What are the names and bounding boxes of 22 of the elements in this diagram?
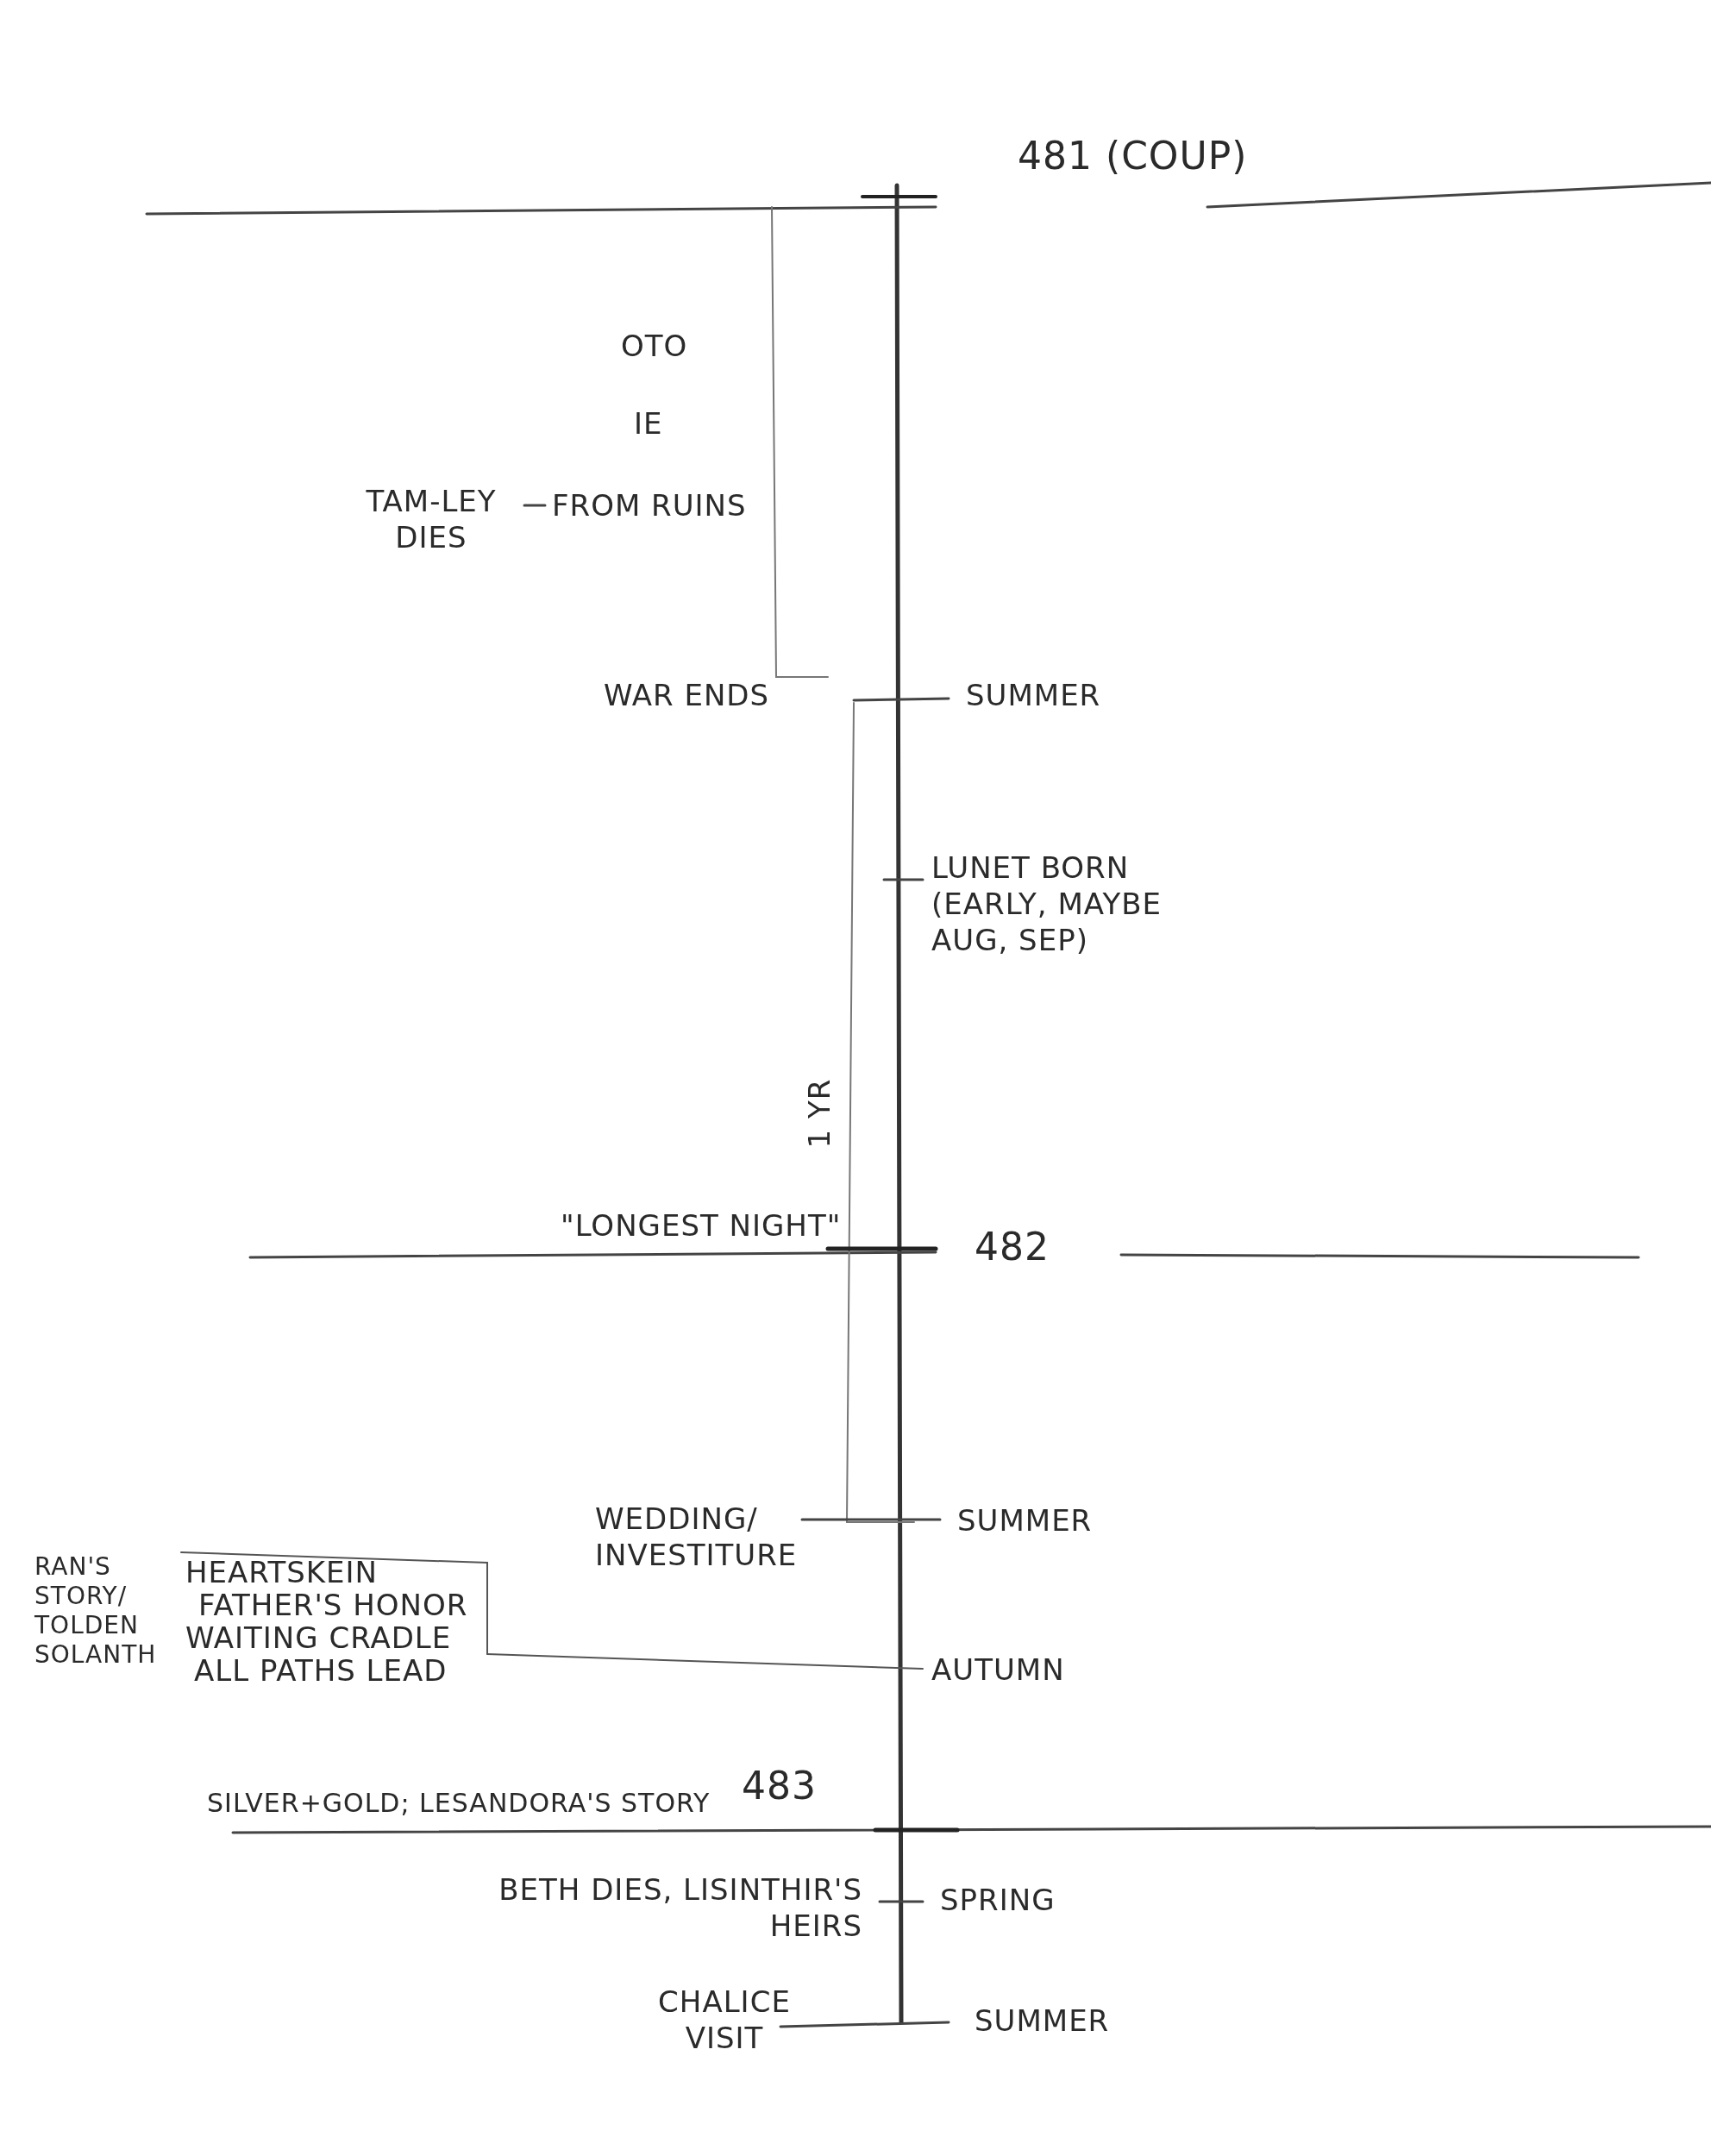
event-label: WAR ENDS — [604, 677, 770, 713]
season-label: SPRING — [940, 1882, 1056, 1918]
event-note: TAM-LEY DIES — [345, 483, 517, 555]
year-label: 482 — [975, 1229, 1050, 1265]
season-label: AUTUMN — [931, 1651, 1065, 1688]
duration-label: 1 YR — [801, 1078, 838, 1149]
season-label: SUMMER — [957, 1502, 1093, 1539]
event-label: BETH DIES, LISINTHIR'S HEIRS — [498, 1871, 862, 1944]
event-label: "LONGEST NIGHT" — [561, 1207, 842, 1244]
event-note: FROM RUINS — [552, 487, 747, 523]
event-note: IE — [634, 405, 663, 442]
story-note: RAN'S STORY/ TOLDEN SOLANTH — [34, 1552, 158, 1670]
event-label: LUNET BORN (EARLY, MAYBE AUG, SEP) — [931, 849, 1163, 958]
event-note: OTO — [621, 328, 688, 364]
event-label: CHALICE VISIT — [657, 1984, 792, 2056]
event-label: SILVER+GOLD; LESANDORA'S STORY — [207, 1787, 711, 1820]
event-label: WEDDING/ INVESTITURE — [595, 1501, 799, 1573]
year-label: 483 — [742, 1768, 817, 1804]
season-label: SUMMER — [966, 677, 1101, 713]
connector-line — [523, 504, 547, 507]
season-label: SUMMER — [975, 2002, 1110, 2039]
year-label: 481 (COUP) — [1018, 138, 1248, 174]
